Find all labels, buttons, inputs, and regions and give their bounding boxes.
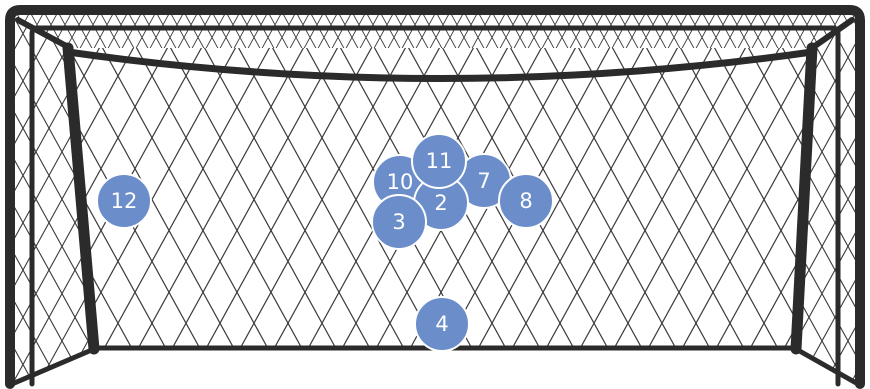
shot-marker-number: 11 (426, 149, 453, 173)
shot-marker-number: 7 (477, 169, 490, 193)
shot-marker-number: 2 (434, 191, 447, 215)
shot-marker[interactable]: 8 (498, 173, 554, 229)
shot-marker-number: 4 (435, 312, 448, 336)
shot-marker[interactable]: 12 (96, 173, 152, 229)
shot-marker[interactable]: 11 (411, 133, 467, 189)
shot-marker[interactable]: 4 (414, 296, 470, 352)
shot-marker-number: 12 (111, 189, 138, 213)
shot-marker[interactable]: 3 (371, 194, 427, 250)
shot-marker-number: 8 (519, 189, 532, 213)
shot-marker-number: 3 (392, 210, 405, 234)
shot-marker-number: 10 (387, 170, 414, 194)
goal-net-roof (0, 12, 870, 52)
